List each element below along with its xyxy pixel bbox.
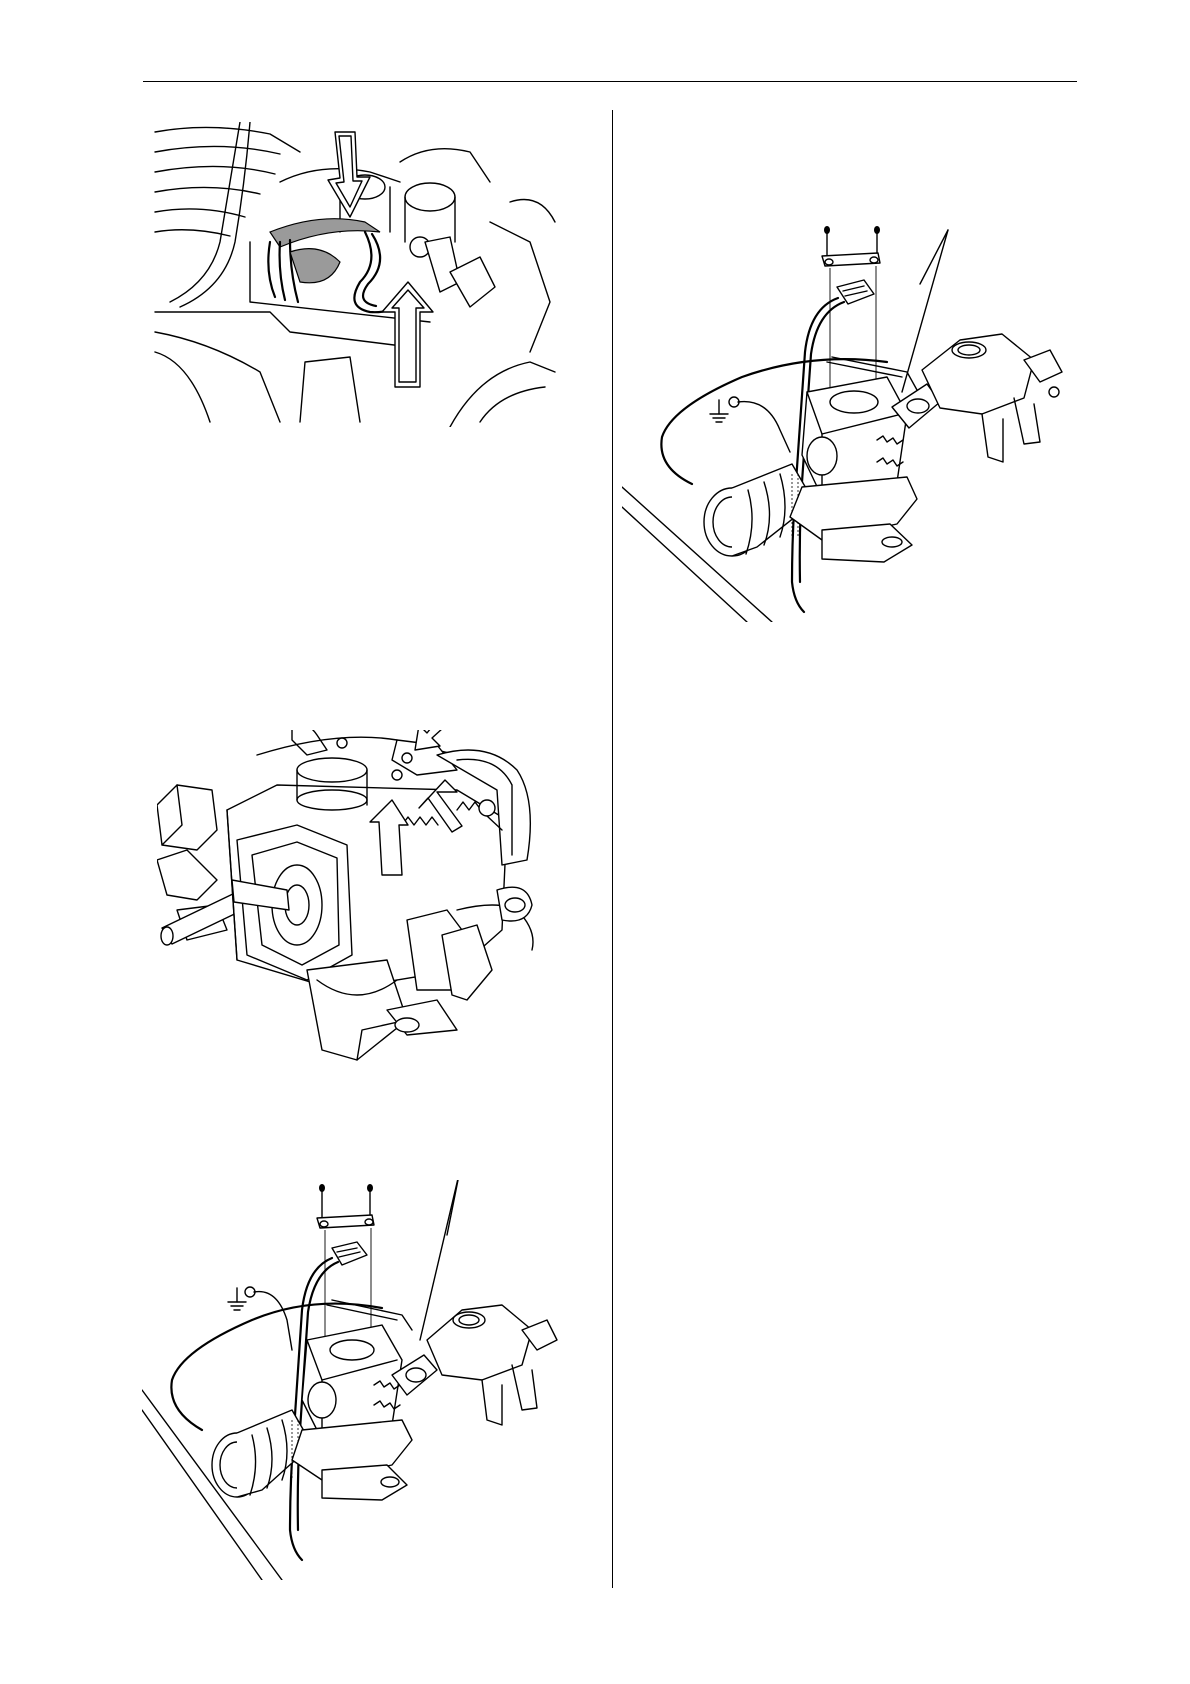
engine-wiring-routing-illustration	[150, 122, 560, 427]
exploded-carburettor-assembly-illustration	[622, 212, 1072, 622]
header-rule	[143, 81, 1077, 82]
carburettor-mount-illustration	[157, 730, 569, 1120]
column-divider	[612, 110, 613, 1588]
exploded-carburettor-assembly-illustration	[142, 1180, 582, 1580]
